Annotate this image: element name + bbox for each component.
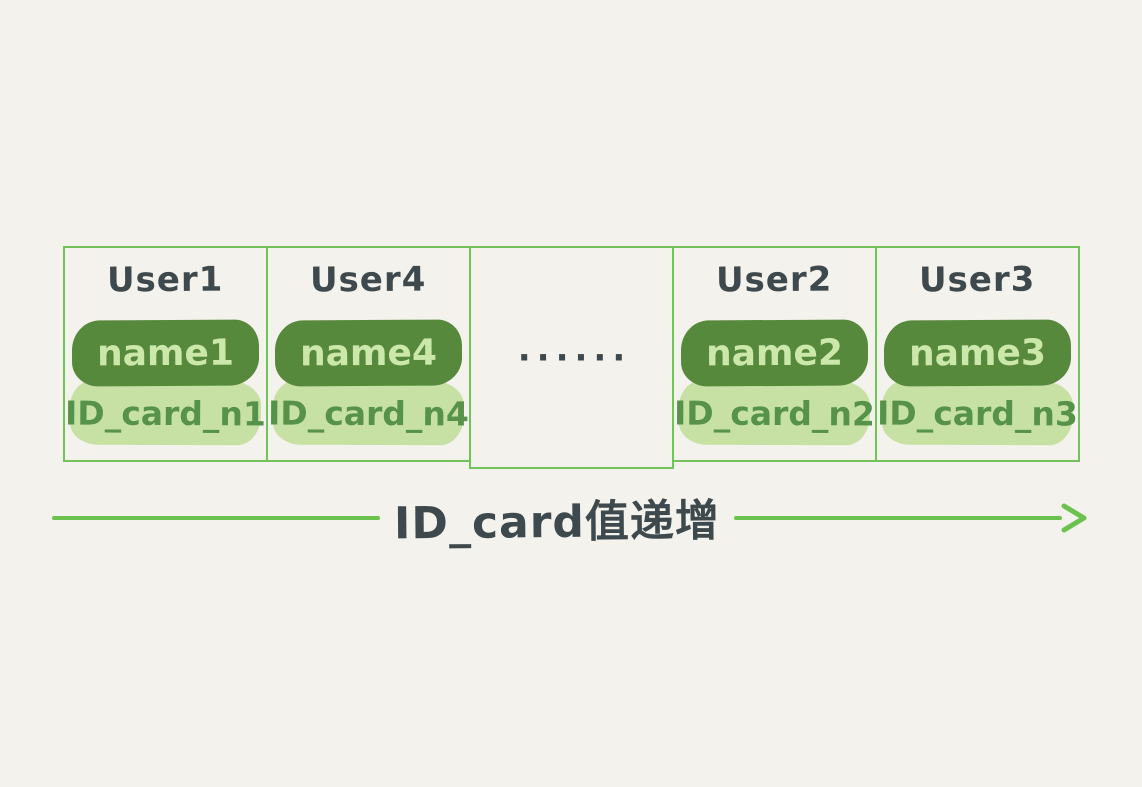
user-cell-title: User3 (919, 259, 1036, 301)
user-cell-4: User4 name4 ID_card_n4 (266, 246, 471, 462)
arrow-head-icon (1061, 503, 1087, 533)
arrow-line-left (52, 516, 381, 520)
user-cell-title: User2 (716, 259, 833, 301)
name-badge: name4 (274, 319, 463, 387)
id-card-badge: ID_card_n1 (65, 380, 266, 446)
user-table: User1 name1 ID_card_n1 User4 name4 ID_ca… (63, 246, 1080, 469)
user-cell-2: User2 name2 ID_card_n2 (672, 246, 877, 462)
arrow-label: ID_card值递增 (393, 495, 721, 550)
id-card-badge: ID_card_n4 (268, 380, 469, 446)
id-card-badge: ID_card_n3 (877, 380, 1078, 446)
arrow-line-right (733, 516, 1062, 520)
name-badge: name2 (680, 319, 869, 387)
user-cell-1: User1 name1 ID_card_n1 (63, 246, 268, 462)
user-cell-3: User3 name3 ID_card_n3 (875, 246, 1080, 462)
user-cell-title: User4 (310, 259, 427, 301)
id-card-increasing-arrow: ID_card值递增 (52, 488, 1090, 549)
user-cell-title: User1 (107, 259, 224, 301)
id-card-badge: ID_card_n2 (674, 380, 875, 446)
ellipsis-cell: ······ (469, 246, 674, 469)
ellipsis-dots: ······ (517, 337, 632, 378)
name-badge: name3 (883, 319, 1072, 387)
name-badge: name1 (71, 319, 260, 387)
